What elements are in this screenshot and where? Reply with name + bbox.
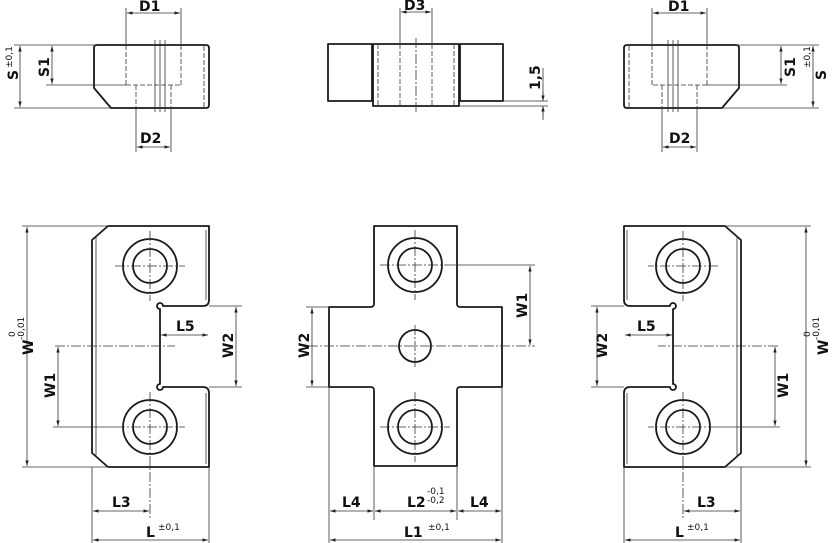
label-l2-tol-upper: -0,1 [427, 487, 445, 497]
label-w-tol-lower-right: -0,01 [812, 317, 822, 340]
middle-side-view-outline [327, 43, 504, 107]
label-w2-right: W2 [595, 333, 611, 358]
label-l4-right: L4 [470, 495, 489, 511]
label-l2-tol-lower: -0,2 [427, 496, 445, 506]
label-s1-right: S1 [783, 57, 799, 77]
label-s-right: S [814, 70, 830, 80]
label-l1: L1 [404, 525, 423, 541]
label-l-tol-right: ±0,1 [687, 523, 709, 533]
label-l-right: L [675, 525, 684, 541]
label-w-right: W [816, 340, 832, 355]
label-w-tol-upper: 0 [8, 331, 18, 337]
label-l4-left: L4 [342, 495, 361, 511]
label-s1: S1 [37, 57, 53, 77]
label-l-tol: ±0,1 [158, 523, 180, 533]
label-w-tol-lower: -0,01 [17, 317, 27, 340]
label-w: W [21, 340, 37, 355]
plan-view-outline [91, 225, 210, 468]
right-labels: D1 D2 S ±0,1 S1 W 0 -0,01 W1 W2 L5 L3 L … [595, 0, 832, 541]
right-variant-geometry [591, 8, 819, 543]
label-w1-right: W1 [776, 373, 792, 398]
label-s-tol: ±0,1 [5, 46, 15, 68]
label-l3: L3 [112, 495, 131, 511]
label-l3-right: L3 [697, 495, 716, 511]
label-w-tol-upper-right: 0 [803, 331, 813, 337]
label-l5: L5 [176, 319, 195, 335]
label-l2: L2 [407, 495, 426, 511]
label-d2-right: D2 [669, 131, 690, 147]
left-variant-geometry [14, 8, 242, 543]
label-d1: D1 [139, 0, 160, 15]
middle-variant-geometry [306, 8, 548, 543]
label-l5-right: L5 [637, 319, 656, 335]
label-w2-middle: W2 [297, 333, 313, 358]
label-l1-tol: ±0,1 [428, 523, 450, 533]
label-s: S [6, 70, 22, 80]
label-w1-middle: W1 [515, 293, 531, 318]
label-d2: D2 [140, 131, 161, 147]
label-gap: 1,5 [528, 65, 544, 90]
label-w1: W1 [43, 373, 59, 398]
middle-labels: D3 1,5 W1 W2 L4 L2 -0,1 -0,2 L4 L1 ±0,1 [297, 0, 544, 541]
label-d3: D3 [404, 0, 425, 14]
left-labels: D1 D2 S ±0,1 S1 W 0 -0,01 W1 W2 L5 L3 L … [5, 0, 237, 541]
label-l: L [146, 525, 155, 541]
label-s-tol-right: ±0,1 [803, 46, 813, 68]
label-d1-right: D1 [668, 0, 689, 15]
side-view-outline [93, 44, 210, 109]
label-w2: W2 [221, 333, 237, 358]
